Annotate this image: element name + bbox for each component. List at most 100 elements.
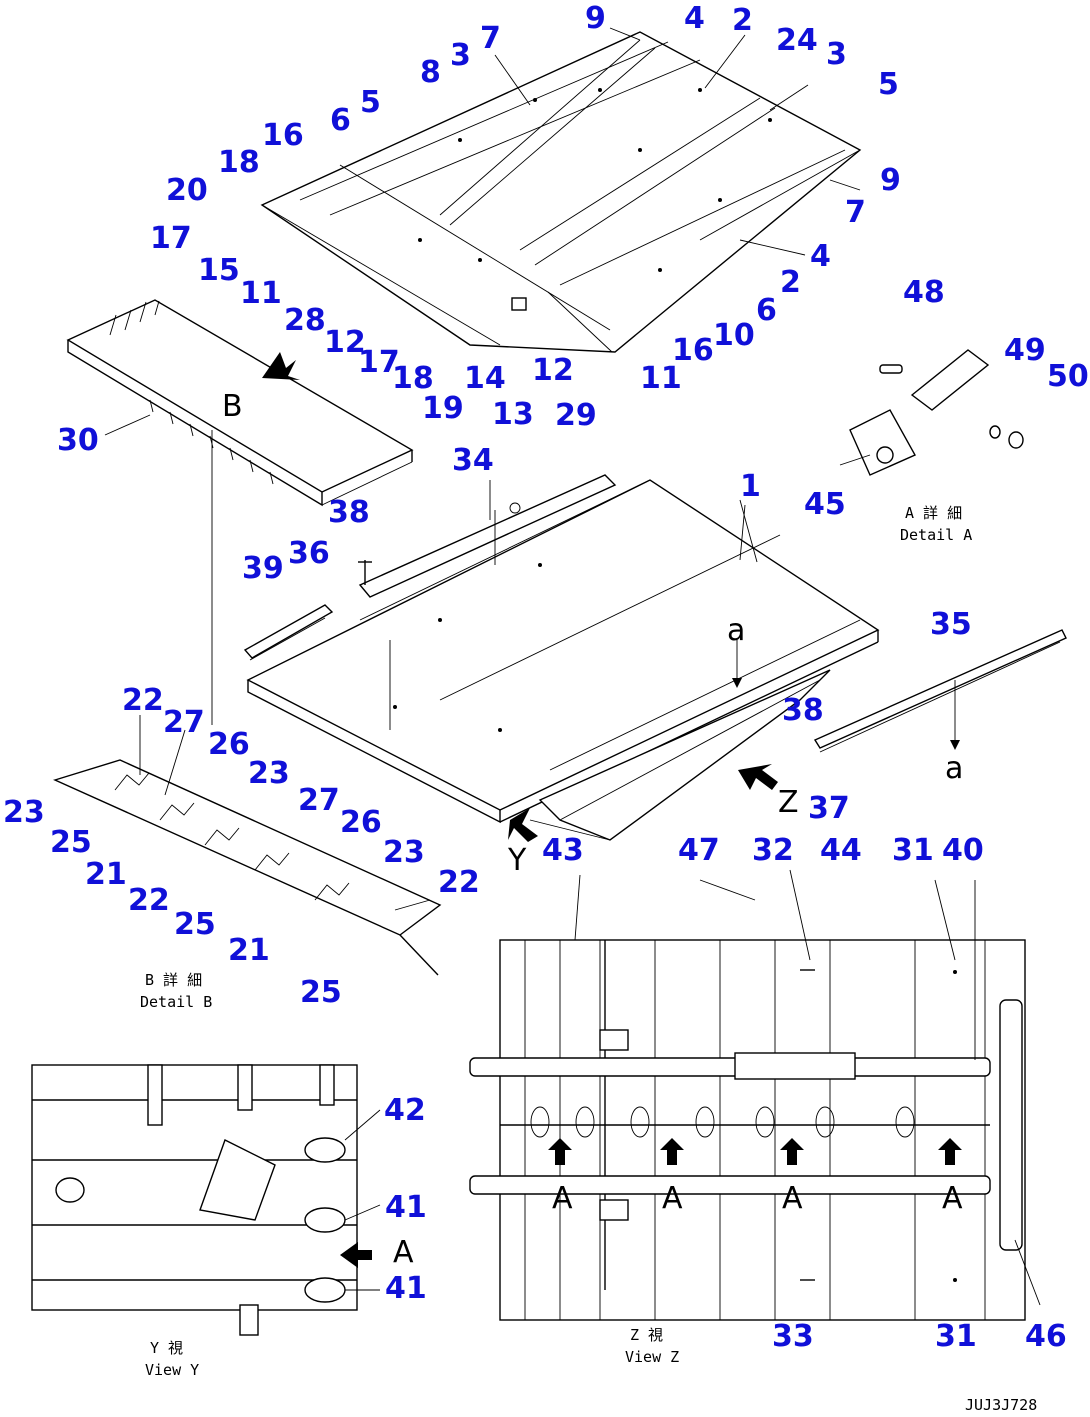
callout: 26 [208, 727, 250, 762]
callout: 18 [392, 361, 434, 396]
label-y: Y [507, 843, 527, 878]
callout: 16 [262, 118, 304, 153]
callout: 31 [892, 833, 934, 868]
callout: 11 [640, 361, 682, 396]
arrow-y [508, 808, 538, 842]
callout: 48 [903, 275, 945, 310]
callout: 17 [150, 221, 192, 256]
callout: 3 [826, 37, 847, 72]
view-z-drawing [469, 939, 1026, 1321]
callout: 38 [328, 495, 370, 530]
callout: 18 [218, 145, 260, 180]
push-arrows [548, 1138, 962, 1165]
callout: 2 [732, 3, 753, 38]
small-brackets [243, 560, 372, 661]
callout: 22 [122, 683, 164, 718]
callout: 26 [340, 805, 382, 840]
callout: 8 [420, 55, 441, 90]
label-a-upper: a [727, 613, 745, 648]
caption-detail-a: Detail A [900, 526, 972, 544]
callout: 45 [804, 487, 846, 522]
callout: 47 [678, 833, 720, 868]
callout: 22 [128, 883, 170, 918]
caption-detail-b: Detail B [140, 993, 212, 1011]
callout: 2 [780, 265, 801, 300]
callout: 3 [450, 38, 471, 73]
callout: 5 [878, 67, 899, 102]
arrow-z [738, 764, 778, 790]
label-b: B [222, 389, 243, 424]
callout: 20 [166, 173, 208, 208]
callout: 16 [672, 333, 714, 368]
callout: 23 [383, 835, 425, 870]
callout: 10 [713, 318, 755, 353]
side-rail [358, 474, 617, 598]
callout: 21 [85, 857, 127, 892]
callout: 24 [776, 23, 818, 58]
callout: 22 [438, 865, 480, 900]
callout: 1 [740, 469, 761, 504]
callout: 50 [1047, 359, 1089, 394]
callout: 19 [422, 391, 464, 426]
callout: 4 [810, 239, 831, 274]
callout: 41 [385, 1190, 427, 1225]
caption-view-y-jp: Y 視 [150, 1339, 183, 1357]
callout: 9 [880, 163, 901, 198]
callout: 25 [50, 825, 92, 860]
label-a-z4: A [942, 1181, 963, 1216]
callout: 38 [782, 693, 824, 728]
callout: 5 [360, 85, 381, 120]
callout: 23 [248, 756, 290, 791]
label-a-z1: A [552, 1181, 573, 1216]
callout: 32 [752, 833, 794, 868]
callout: 12 [324, 325, 366, 360]
top-floor-plate-assembly [260, 31, 862, 353]
detail-b-plate [53, 759, 442, 976]
right-rail [732, 629, 1067, 753]
caption-view-z: View Z [625, 1348, 679, 1366]
callout: 4 [684, 1, 705, 36]
callout: 25 [300, 975, 342, 1010]
arrow-b [262, 352, 300, 380]
label-a-z3: A [782, 1181, 803, 1216]
callout: 27 [298, 783, 340, 818]
main-chassis [246, 479, 880, 841]
leader-lines [104, 27, 1041, 1306]
callout: 29 [555, 398, 597, 433]
caption-view-z-jp: Z 視 [630, 1326, 663, 1344]
caption-view-y: View Y [145, 1361, 199, 1379]
callout: 15 [198, 253, 240, 288]
callout: 35 [930, 607, 972, 642]
callout: 30 [57, 423, 99, 458]
callout: 43 [542, 833, 584, 868]
callout: 46 [1025, 1319, 1067, 1354]
callout: 37 [808, 791, 850, 826]
label-a-z2: A [662, 1181, 683, 1216]
callout: 40 [942, 833, 984, 868]
label-a-view-y: A [393, 1235, 414, 1270]
callout: 27 [163, 705, 205, 740]
caption-detail-a-jp: A 詳 細 [905, 504, 962, 522]
drawing-number: JUJ3J728 [965, 1396, 1037, 1414]
callout: 36 [288, 536, 330, 571]
callout: 13 [492, 397, 534, 432]
callout: 25 [174, 907, 216, 942]
callout: 28 [284, 303, 326, 338]
callout-numbers: 9 4 2 7 3 24 3 5 8 5 6 16 18 20 17 15 11… [3, 1, 1089, 1354]
label-a-right: a [945, 751, 963, 786]
callout: 21 [228, 933, 270, 968]
view-direction-arrows [262, 352, 778, 842]
caption-detail-b-jp: B 詳 細 [145, 971, 202, 989]
callout: 6 [756, 293, 777, 328]
callout: 12 [532, 353, 574, 388]
callout: 33 [772, 1319, 814, 1354]
callout: 31 [935, 1319, 977, 1354]
callout: 7 [845, 195, 866, 230]
callout: 11 [240, 276, 282, 311]
callout: 39 [242, 551, 284, 586]
label-z: Z [778, 785, 799, 820]
detail-a-hardware [849, 349, 1024, 476]
callout: 34 [452, 443, 494, 478]
callout: 44 [820, 833, 862, 868]
